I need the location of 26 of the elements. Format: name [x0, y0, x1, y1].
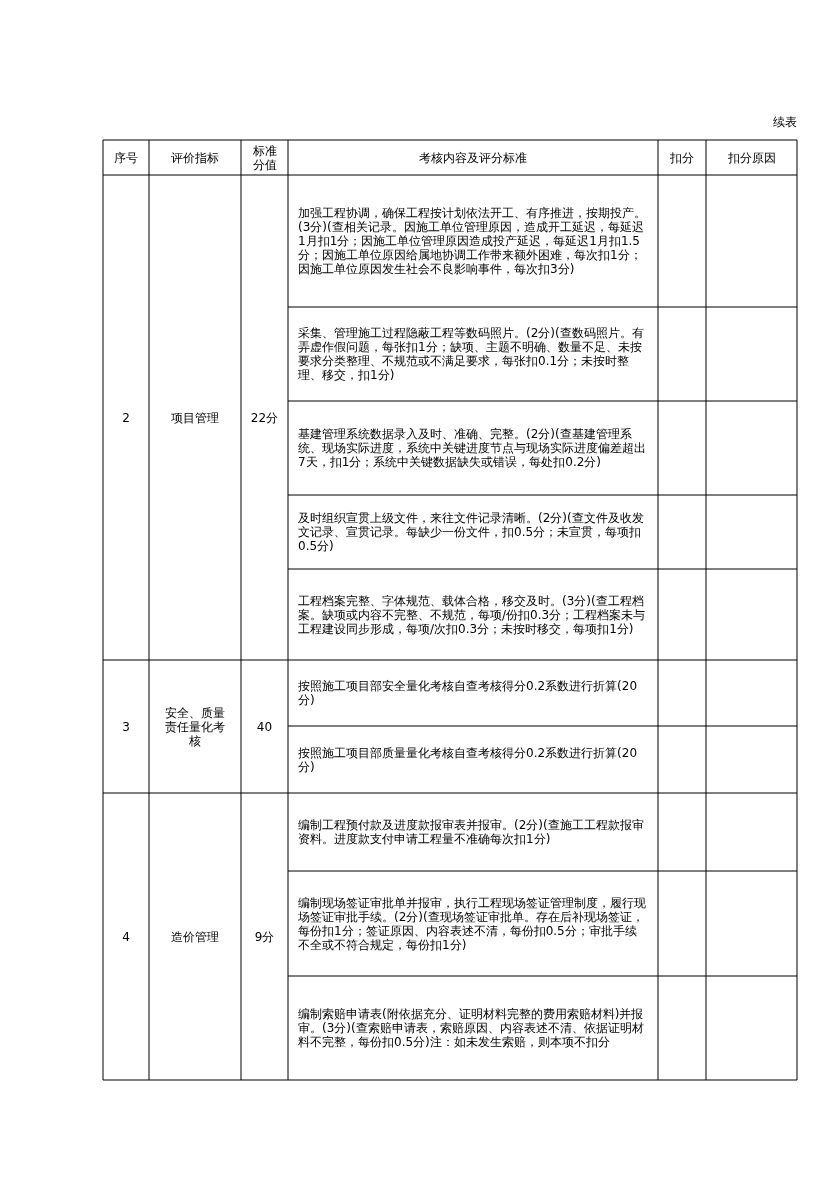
- criteria-text: 及时组织宣贯上级文件，来往文件记录清晰。(2分)(查文件及收发文记录、宣贯记录。每缺少一份文件，扣0.5分；未宣贯，每项扣0.5分): [298, 511, 645, 553]
- header-text: 评价指标: [171, 150, 219, 165]
- standard-score: 22分: [250, 410, 279, 425]
- header-text: 序号: [114, 150, 138, 165]
- header-text: 考核内容及评分标准: [419, 150, 527, 165]
- criteria-text: 按照施工项目部质量量化考核自查考核得分0.2系数进行折算(20分): [298, 745, 639, 774]
- criteria-text: 基建管理系统数据录入及时、准确、完整。(2分)(查基建管理系统、现场实际进度，系统中关键进度节点与现场实际进度偏差超出7天，扣1分；系统中关键数据缺失或错误，每处扣0.2分): [298, 427, 646, 469]
- indicator-name: 项目管理: [170, 410, 220, 425]
- row-number: 3: [122, 719, 130, 734]
- criteria-text: 加强工程协调，确保工程按计划依法开工、有序推进，按期投产。(3分)(查相关记录。因施工单位管理原因，造成开工延迟，每延迟1月扣1分；因施工单位管理原因造成投产延迟，每延迟1月扣1.5分；因施工单位原因给属地协调工作带来额外困难，每次扣1分；因施工单位原因发生社会不良影响事件，每次扣3分): [298, 206, 646, 276]
- indicator-name: 造价管理: [170, 929, 220, 944]
- standard-score: 9分: [254, 929, 275, 944]
- criteria-text: 编制索赔申请表(附依据充分、证明材料完整的费用索赔材料)并报审。(3分)(查索赔申请表，索赔原因、内容表述不清、依据证明材料不完整，每份扣0.5分)注：如未发生索赔，则本项不扣分: [298, 1007, 645, 1049]
- row-number: 4: [122, 929, 130, 944]
- header-text: 标准分值: [251, 143, 278, 172]
- row-number: 2: [122, 410, 130, 425]
- standard-score: 40: [256, 719, 273, 734]
- header-text: 扣分: [670, 150, 694, 165]
- continuation-note: 续表: [773, 115, 797, 129]
- indicator-name: 安全、质量责任量化考核: [164, 705, 226, 748]
- criteria-text: 采集、管理施工过程隐蔽工程等数码照片。(2分)(查数码照片。有弄虚作假问题，每张扣1分；缺项、主题不明确、数量不足、未按要求分类整理、不规范或不满足要求，每张扣0.1分；未按时整理、移交，扣1分): [298, 326, 645, 382]
- criteria-text: 编制现场签证审批单并报审，执行工程现场签证管理制度，履行现场签证审批手续。(2分)(查现场签证审批单。存在后补现场签证，每份扣1分；签证原因、内容表述不清，每份扣0.5分；审批手续不全或不符合规定，每份扣1分): [298, 895, 646, 952]
- header-text: 扣分原因: [727, 150, 776, 165]
- criteria-text: 按照施工项目部安全量化考核自查考核得分0.2系数进行折算(20分): [298, 679, 639, 707]
- criteria-text: 编制工程预付款及进度款报审表并报审。(2分)(查施工工程款报审资料。进度款支付申请工程量不准确每次扣1分): [298, 818, 645, 846]
- criteria-text: 工程档案完整、字体规范、载体合格，移交及时。(3分)(查工程档案。缺项或内容不完整、不规范，每项/份扣0.3分；工程档案未与工程建设同步形成，每项/次扣0.3分；未按时移交，每项扣1分): [298, 593, 646, 636]
